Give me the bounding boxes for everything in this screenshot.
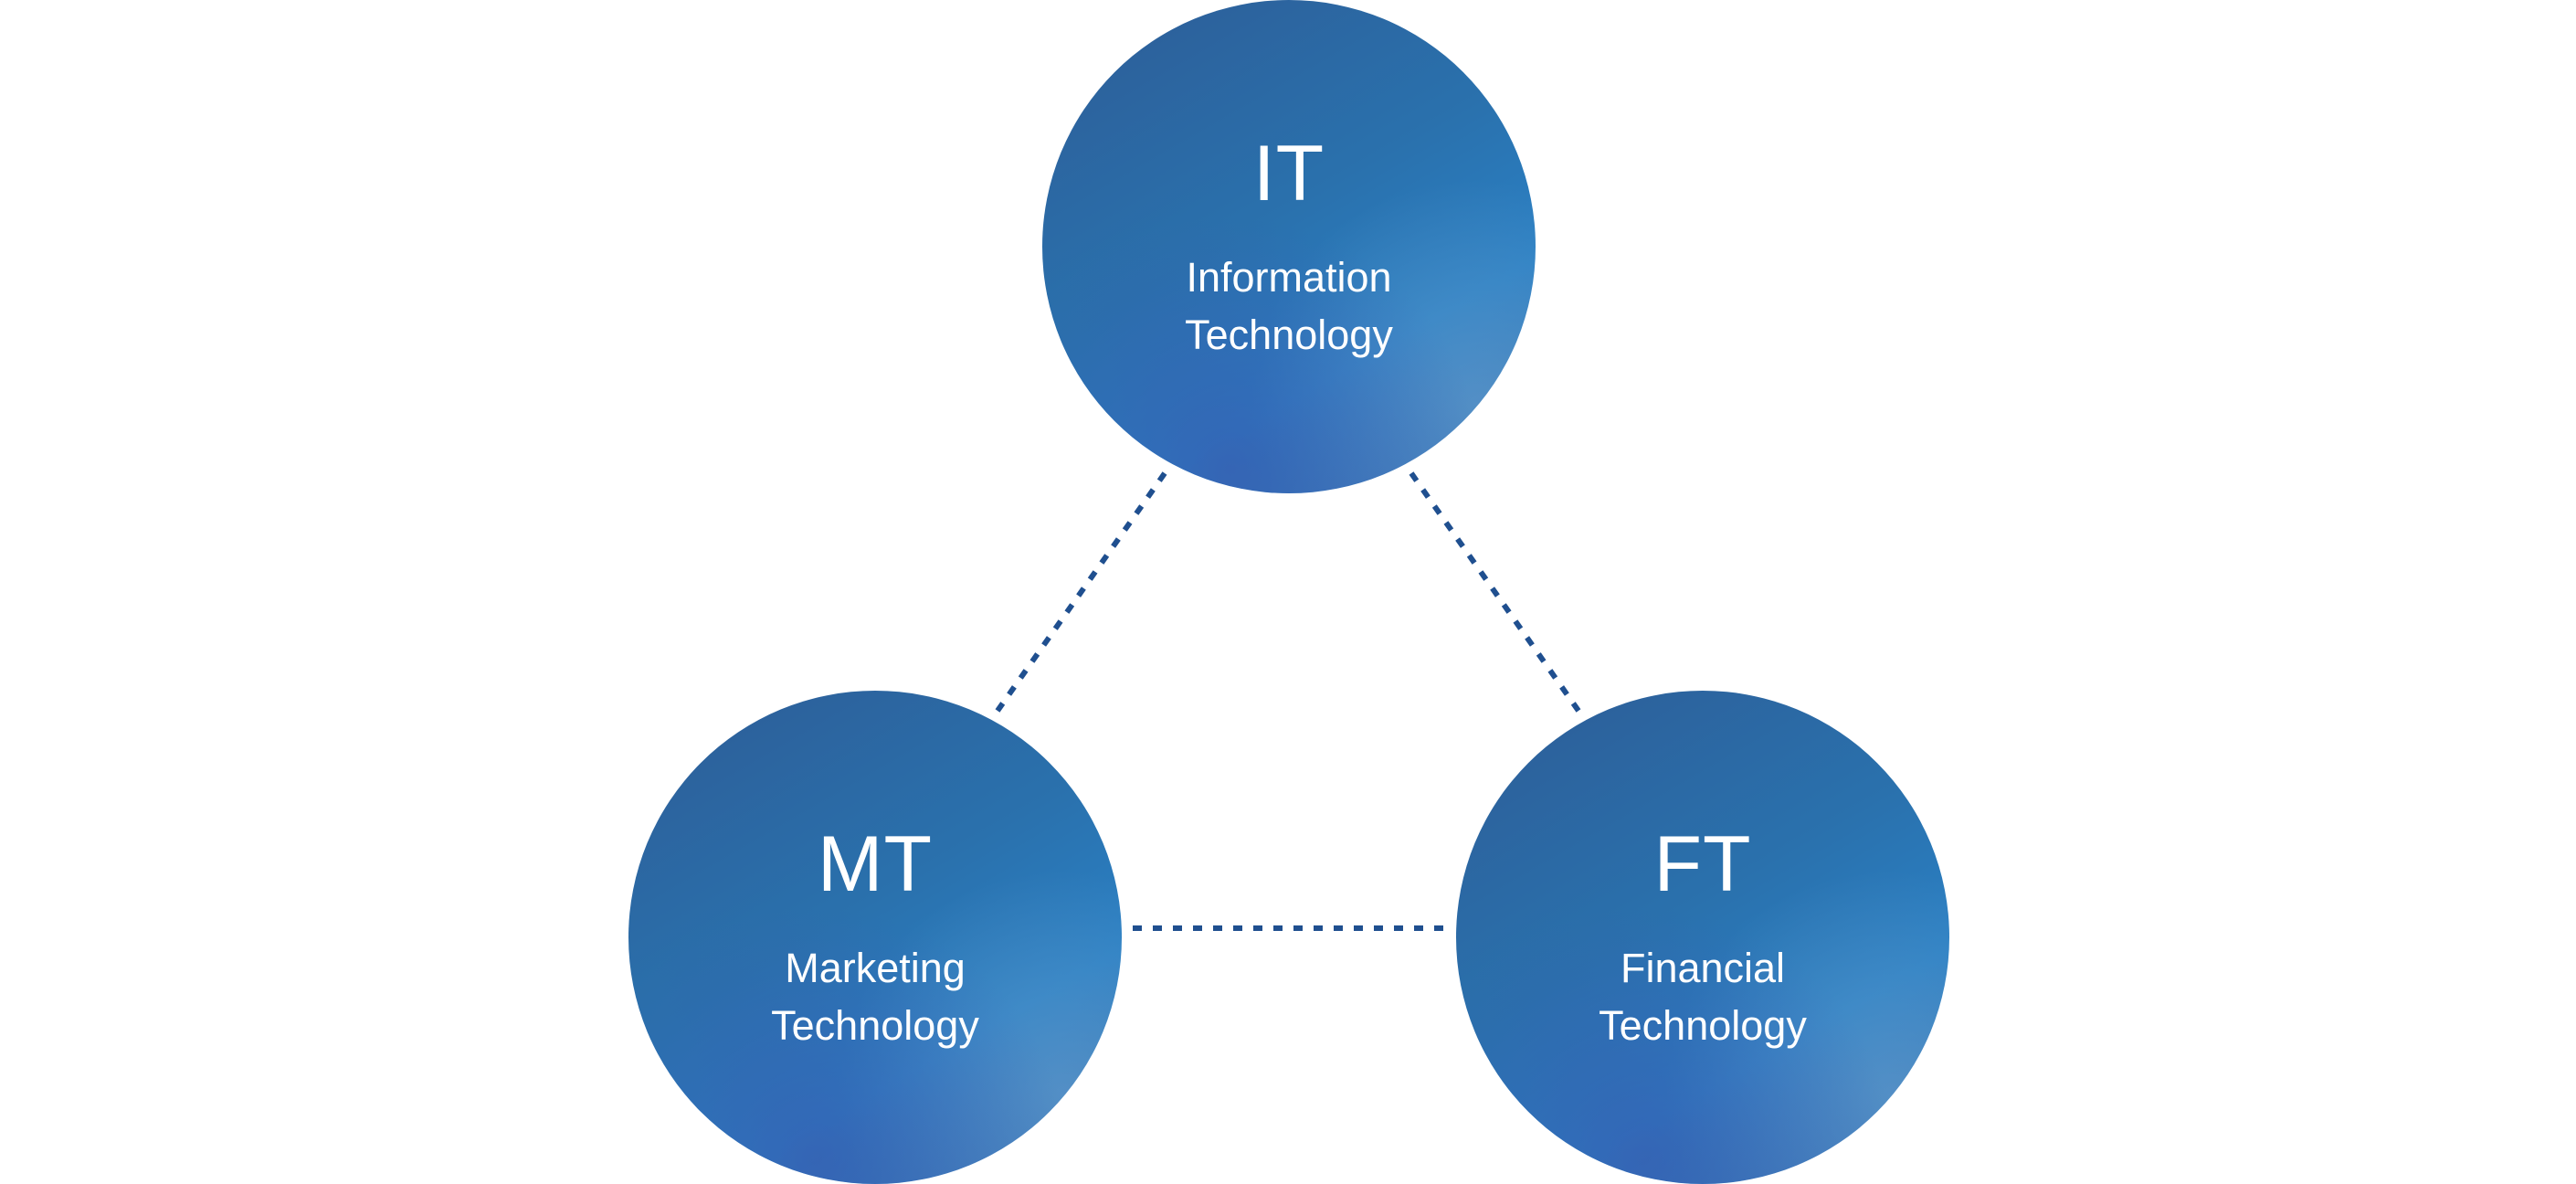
connector-it-ft [1409,471,1581,713]
node-ft-description: Financial Technology [1538,939,1867,1054]
node-mt-abbreviation: MT [817,820,934,908]
node-it: IT Information Technology [1042,0,1536,493]
node-mt-description: Marketing Technology [711,939,1040,1054]
node-it-description-line2: Technology [1185,312,1393,358]
node-it-description-line1: Information [1186,254,1392,301]
node-mt: MT Marketing Technology [628,691,1122,1184]
node-mt-description-line2: Technology [771,1002,979,1049]
node-ft: FT Financial Technology [1456,691,1949,1184]
node-it-abbreviation: IT [1252,130,1325,217]
node-ft-description-line2: Technology [1599,1002,1807,1049]
node-ft-abbreviation: FT [1653,820,1752,908]
node-ft-description-line1: Financial [1620,945,1786,991]
node-it-description: Information Technology [1124,248,1453,364]
node-mt-description-line1: Marketing [785,945,966,991]
connector-it-mt [995,471,1167,713]
